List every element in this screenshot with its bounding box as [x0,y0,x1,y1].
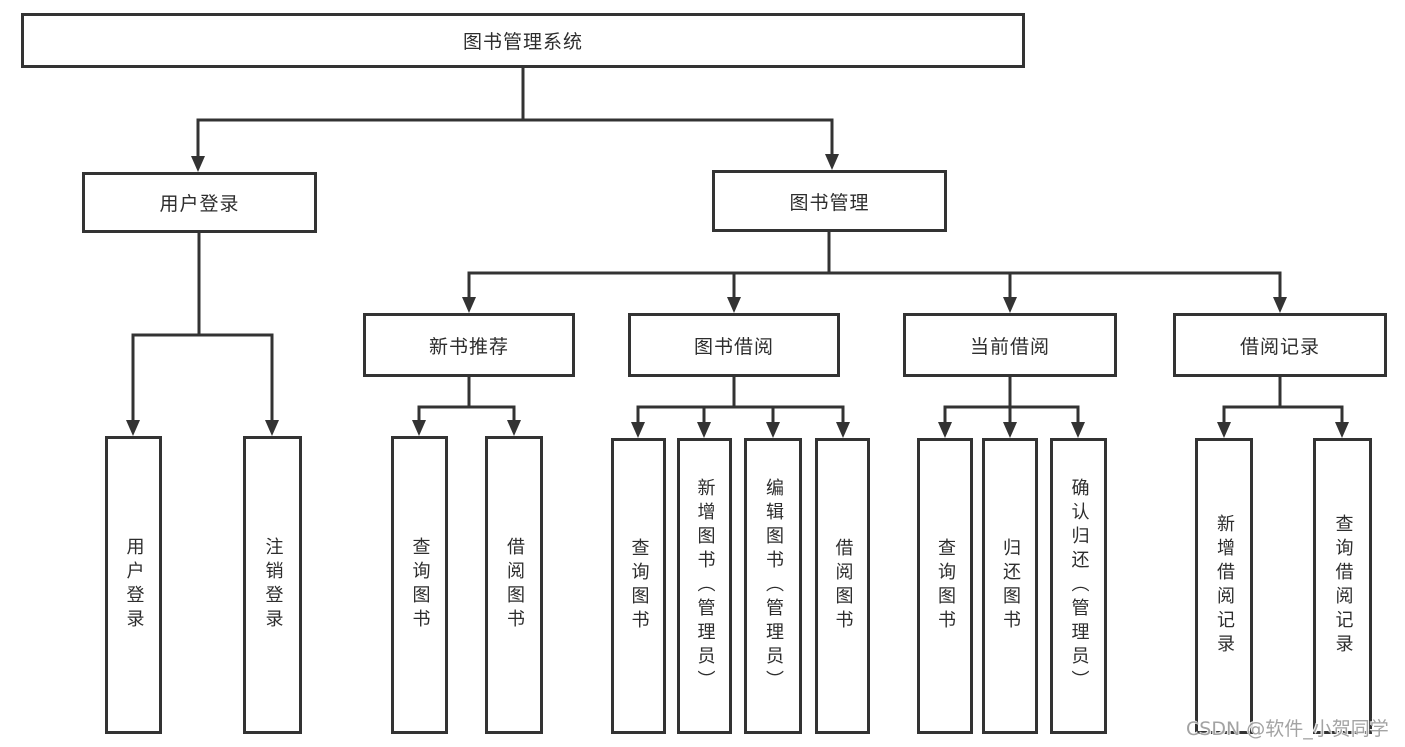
node-book-management: 图书管理 [712,170,947,232]
leaf-borrowing-borrow-books-label: 借阅图书 [832,538,854,634]
leaf-borrowing-query-books: 查询图书 [611,438,666,734]
node-book-borrowing: 图书借阅 [628,313,840,377]
node-book-borrowing-label: 图书借阅 [693,335,774,358]
leaf-borrowing-borrow-books: 借阅图书 [815,438,870,734]
node-current-borrowing: 当前借阅 [903,313,1117,377]
leaf-edit-books-admin-label: 编辑图书（管理员） [763,478,784,694]
leaf-borrowing-query-books-label: 查询图书 [628,538,650,634]
leaf-add-borrow-record: 新增借阅记录 [1195,438,1253,734]
leaf-logout-label: 注销登录 [262,537,284,633]
leaf-recommend-borrow-books-label: 借阅图书 [504,537,525,633]
leaf-add-books-admin: 新增图书（管理员） [677,438,732,734]
leaf-recommend-query-books-label: 查询图书 [409,537,431,633]
leaf-current-query-books: 查询图书 [917,438,973,734]
leaf-add-books-admin-label: 新增图书（管理员） [694,478,716,694]
node-user-login: 用户登录 [82,172,317,233]
leaf-current-query-books-label: 查询图书 [935,538,956,634]
leaf-user-login: 用户登录 [105,436,162,734]
node-current-borrowing-label: 当前借阅 [969,335,1050,358]
node-borrowing-records-label: 借阅记录 [1239,335,1320,358]
leaf-confirm-return-admin-label: 确认归还（管理员） [1068,478,1090,694]
leaf-confirm-return-admin: 确认归还（管理员） [1050,438,1107,734]
leaf-return-books-label: 归还图书 [1000,538,1021,634]
leaf-query-borrow-record: 查询借阅记录 [1313,438,1372,734]
node-user-login-label: 用户登录 [159,193,240,215]
node-root-system-label: 图书管理系统 [462,31,583,53]
leaf-add-borrow-record-label: 新增借阅记录 [1214,514,1235,658]
leaf-query-borrow-record-label: 查询借阅记录 [1332,514,1354,658]
node-book-management-label: 图书管理 [789,191,870,214]
node-new-book-recommend: 新书推荐 [363,313,575,377]
csdn-watermark: CSDN @软件_小贺同学 [1186,718,1389,740]
leaf-edit-books-admin: 编辑图书（管理员） [744,438,802,734]
node-new-book-recommend-label: 新书推荐 [428,335,509,358]
leaf-recommend-borrow-books: 借阅图书 [485,436,543,734]
node-borrowing-records: 借阅记录 [1173,313,1387,377]
leaf-logout: 注销登录 [243,436,302,734]
leaf-return-books: 归还图书 [982,438,1038,734]
leaf-user-login-label: 用户登录 [123,537,145,633]
leaf-recommend-query-books: 查询图书 [391,436,448,734]
node-root-system: 图书管理系统 [21,13,1025,68]
